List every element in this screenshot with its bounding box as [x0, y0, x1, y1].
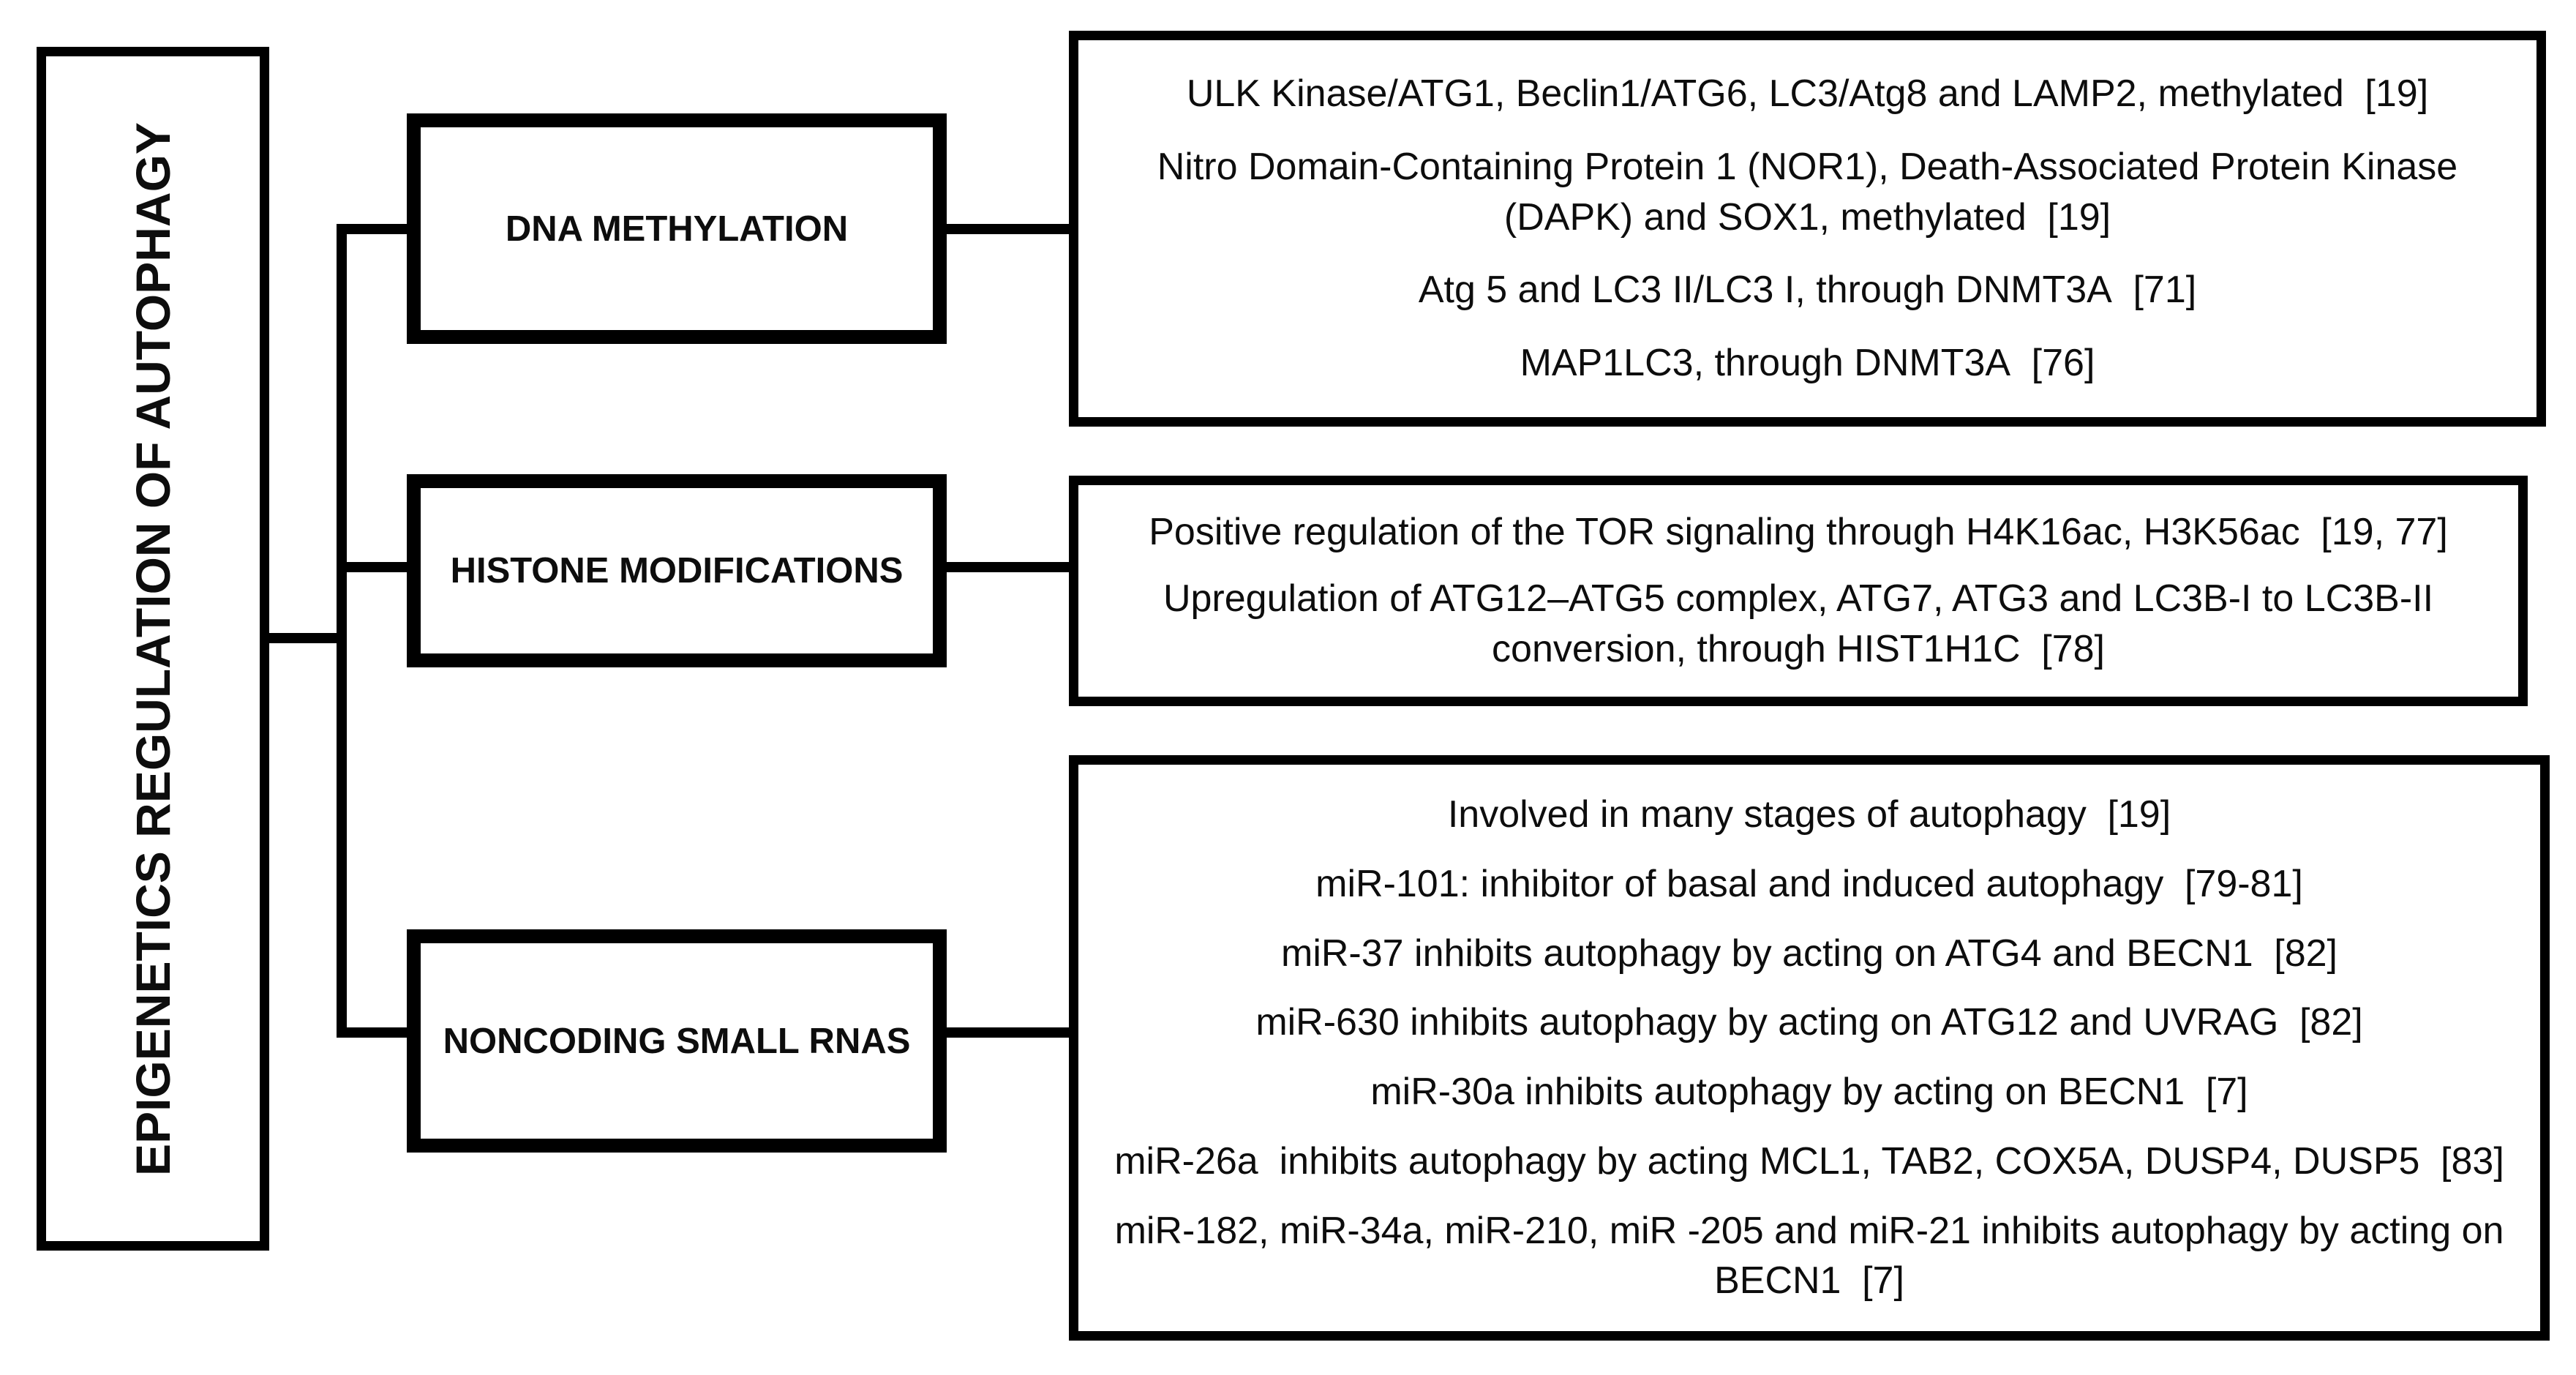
detail-entry: Nitro Domain-Containing Protein 1 (NOR1)…	[1097, 142, 2517, 242]
citation-ref: [7]	[1862, 1259, 1904, 1303]
citation-ref: [82]	[2299, 1001, 2363, 1044]
citation-ref: [19]	[2365, 72, 2429, 116]
detail-entry-text: ULK Kinase/ATG1, Beclin1/ATG6, LC3/Atg8 …	[1186, 72, 2344, 116]
detail-entry: Involved in many stages of autophagy [19]	[1097, 790, 2521, 840]
citation-ref: [19, 77]	[2321, 511, 2448, 554]
detail-entry: Upregulation of ATG12–ATG5 complex, ATG7…	[1097, 574, 2499, 674]
detail-entry-text: miR-101: inhibitor of basal and induced …	[1315, 862, 2164, 905]
citation-ref: [78]	[2041, 628, 2105, 670]
citation-ref: [19]	[2107, 793, 2171, 836]
branch-box-histone-modifications: HISTONE MODIFICATIONS	[407, 474, 947, 667]
citation-ref: [7]	[2205, 1071, 2248, 1114]
branch-box-noncoding-small-rnas: NONCODING SMALL RNAS	[407, 929, 947, 1153]
detail-entry-text: miR-182, miR-34a, miR-210, miR -205 and …	[1114, 1209, 2515, 1303]
detail-entry-text: miR-37 inhibits autophagy by acting on A…	[1281, 932, 2253, 975]
detail-entry-text: miR-630 inhibits autophagy by acting on …	[1255, 1001, 2279, 1044]
detail-entry-text: MAP1LC3, through DNMT3A	[1520, 342, 2011, 385]
citation-ref: [79-81]	[2184, 862, 2303, 905]
detail-entry: miR-101: inhibitor of basal and induced …	[1097, 859, 2521, 910]
detail-entry-text: Upregulation of ATG12–ATG5 complex, ATG7…	[1163, 577, 2444, 670]
detail-entry: miR-37 inhibits autophagy by acting on A…	[1097, 929, 2521, 979]
root-box: EPIGENETICS REGULATION OF AUTOPHAGY	[37, 47, 269, 1251]
detail-entry: ULK Kinase/ATG1, Beclin1/ATG6, LC3/Atg8 …	[1097, 69, 2517, 119]
citation-ref: [76]	[2031, 342, 2095, 385]
citation-ref: [83]	[2441, 1139, 2504, 1183]
detail-entry: miR-26a inhibits autophagy by acting MCL…	[1097, 1136, 2521, 1187]
connector-histone-left	[347, 562, 407, 572]
citation-ref: [82]	[2274, 932, 2337, 975]
detail-entry-text: Positive regulation of the TOR signaling…	[1149, 511, 2300, 554]
detail-entry-text: Involved in many stages of autophagy	[1447, 793, 2087, 836]
branch-label: NONCODING SMALL RNAS	[443, 1021, 911, 1061]
connector-dna-left	[347, 224, 407, 234]
connector-noncoding-left	[347, 1027, 407, 1038]
detail-entry: Positive regulation of the TOR signaling…	[1097, 507, 2499, 558]
branch-label: DNA METHYLATION	[505, 209, 849, 249]
detail-entry-text: miR-26a inhibits autophagy by acting MCL…	[1114, 1139, 2420, 1183]
detail-box-noncoding-small-rnas: Involved in many stages of autophagy [19]…	[1069, 755, 2550, 1341]
connector-root-to-trunk	[269, 633, 342, 643]
detail-box-histone-modifications: Positive regulation of the TOR signaling…	[1069, 476, 2528, 706]
detail-entry-text: Atg 5 and LC3 II/LC3 I, through DNMT3A	[1418, 269, 2112, 312]
connector-noncoding-right	[947, 1027, 1069, 1038]
citation-ref: [19]	[2047, 195, 2111, 239]
connector-dna-right	[947, 224, 1069, 234]
detail-entry-text: Nitro Domain-Containing Protein 1 (NOR1)…	[1157, 145, 2468, 239]
detail-entry: miR-182, miR-34a, miR-210, miR -205 and …	[1097, 1206, 2521, 1306]
branch-label: HISTONE MODIFICATIONS	[450, 551, 904, 591]
connector-trunk-vertical	[337, 224, 347, 1038]
citation-ref: [71]	[2133, 269, 2197, 312]
detail-entry: Atg 5 and LC3 II/LC3 I, through DNMT3A [7…	[1097, 265, 2517, 315]
detail-entry: miR-630 inhibits autophagy by acting on …	[1097, 997, 2521, 1048]
detail-entry: miR-30a inhibits autophagy by acting on …	[1097, 1067, 2521, 1117]
root-title: EPIGENETICS REGULATION OF AUTOPHAGY	[126, 121, 181, 1176]
detail-entry-text: miR-30a inhibits autophagy by acting on …	[1370, 1071, 2185, 1114]
branch-box-dna-methylation: DNA METHYLATION	[407, 113, 947, 344]
detail-entry: MAP1LC3, through DNMT3A [76]	[1097, 338, 2517, 389]
detail-box-dna-methylation: ULK Kinase/ATG1, Beclin1/ATG6, LC3/Atg8 …	[1069, 31, 2546, 427]
connector-histone-right	[947, 562, 1069, 572]
